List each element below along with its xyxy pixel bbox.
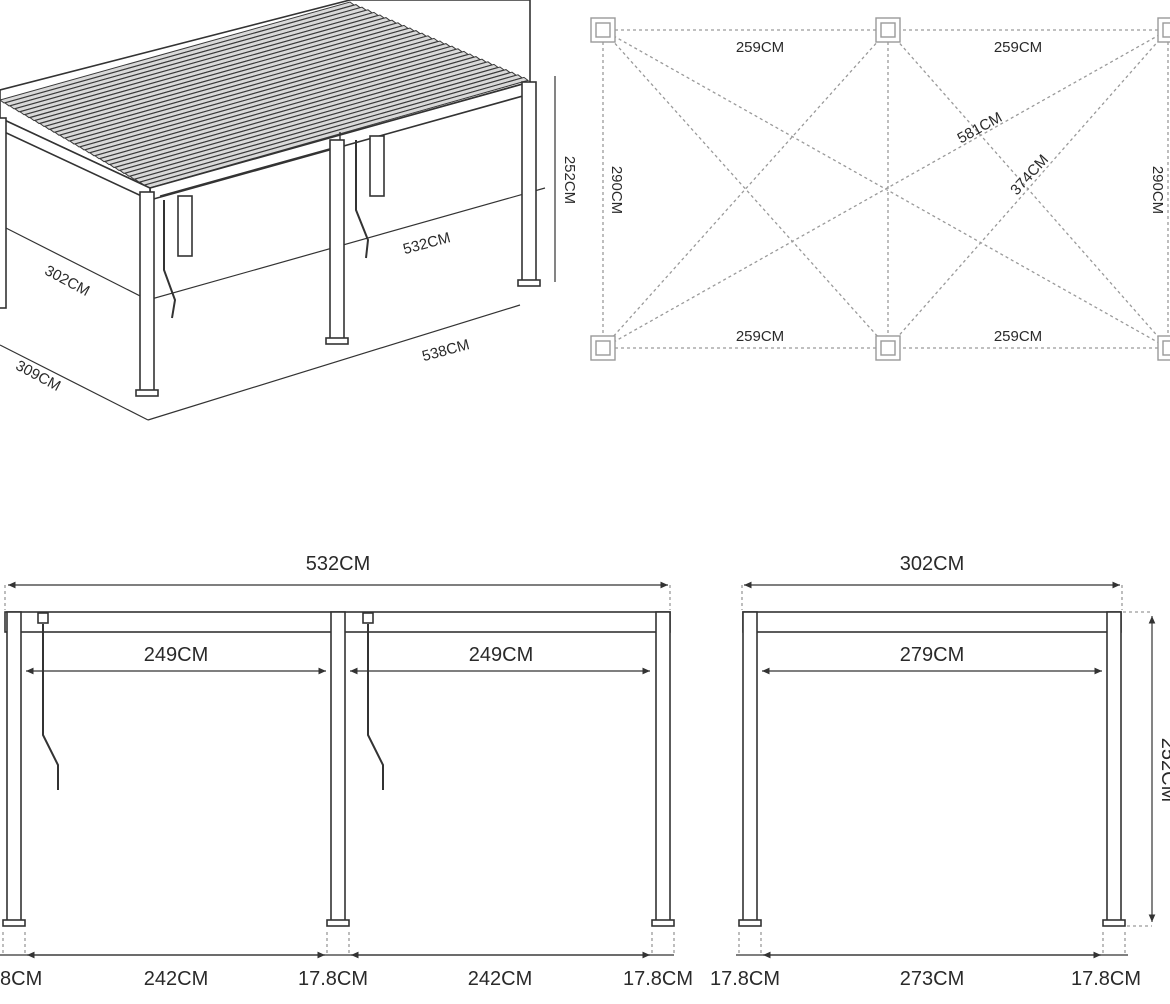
iso-post-front-right xyxy=(521,81,537,283)
front-crank-left xyxy=(42,624,59,790)
plan-left-depth: 290CM xyxy=(608,166,625,214)
iso-roof-louvers xyxy=(0,1,530,189)
iso-outer-length-line xyxy=(147,304,521,421)
front-gap-2: 242CM xyxy=(468,968,532,990)
plan-right-depth: 290CM xyxy=(1149,166,1166,214)
front-foot-left xyxy=(2,919,26,927)
side-inner-span: 279CM xyxy=(900,644,964,666)
plan-full-diagonal: 581CM xyxy=(955,109,1006,147)
front-right-inner-span: 249CM xyxy=(469,644,533,666)
front-overall-width: 532CM xyxy=(306,553,370,575)
iso-post-back-1 xyxy=(177,195,193,257)
iso-outer-width-label: 309CM xyxy=(13,357,64,395)
side-height: 252CM xyxy=(1157,738,1170,802)
side-post-left-width: 17.8CM xyxy=(710,968,780,990)
plan-diagonals xyxy=(602,29,1169,349)
plan-bottom-right-span: 259CM xyxy=(994,328,1042,345)
front-gap-1: 242CM xyxy=(144,968,208,990)
iso-crank-right xyxy=(355,140,370,259)
side-foot-right xyxy=(1102,919,1126,927)
front-crank-right xyxy=(367,624,384,790)
iso-inner-length-label: 532CM xyxy=(401,229,452,258)
front-view: 532CM 249CM 249CM 8CM 242CM 17.8CM 242CM… xyxy=(0,553,693,990)
iso-crank-left xyxy=(163,200,177,319)
plan-bottom-left-span: 259CM xyxy=(736,328,784,345)
front-crank-box-left xyxy=(37,612,49,624)
iso-foot-2 xyxy=(325,337,349,345)
side-post-right-width: 17.8CM xyxy=(1071,968,1141,990)
iso-post-back-2 xyxy=(369,135,385,197)
front-post-2-width: 17.8CM xyxy=(298,968,368,990)
front-extension-lines xyxy=(4,585,671,610)
front-left-inner-span: 249CM xyxy=(144,644,208,666)
front-post-middle xyxy=(330,611,346,925)
side-overall-width: 302CM xyxy=(900,553,964,575)
front-post-right xyxy=(655,611,671,925)
side-gap: 273CM xyxy=(900,968,964,990)
plan-post-nodes xyxy=(590,17,1170,361)
front-foot-middle xyxy=(326,919,350,927)
side-top-beam xyxy=(742,611,1122,633)
side-height-extension-lines xyxy=(1123,611,1152,927)
iso-foot-1 xyxy=(135,389,159,397)
front-crank-box-right xyxy=(362,612,374,624)
iso-foot-3 xyxy=(517,279,541,287)
front-bottom-extension-lines xyxy=(2,932,675,955)
iso-outer-length-label: 538CM xyxy=(420,336,471,365)
side-view: 302CM 279CM 252CM 17.8CM 273CM 17.8CM xyxy=(710,553,1170,990)
plan-view: 259CM 259CM 259CM 259CM 290CM 290CM 581C… xyxy=(590,17,1170,361)
iso-post-back-left xyxy=(0,117,7,309)
plan-half-diagonal: 374CM xyxy=(1007,151,1052,198)
front-post-3-width: 17.8CM xyxy=(623,968,693,990)
side-bottom-extension-lines xyxy=(738,932,1126,955)
side-post-left xyxy=(742,611,758,925)
iso-height-label: 252CM xyxy=(561,156,578,204)
front-post-left xyxy=(6,611,22,925)
isometric-view: 252CM 532CM 302CM 538CM 309CM xyxy=(0,0,578,421)
front-foot-right xyxy=(651,919,675,927)
iso-post-front-left xyxy=(139,191,155,393)
side-foot-left xyxy=(738,919,762,927)
iso-post-front-middle xyxy=(329,139,345,341)
front-post-1-width: 8CM xyxy=(0,968,42,990)
iso-outer-width-line xyxy=(0,344,149,421)
side-extension-lines xyxy=(741,585,1123,610)
side-post-right xyxy=(1106,611,1122,925)
plan-top-right-span: 259CM xyxy=(994,39,1042,56)
plan-top-left-span: 259CM xyxy=(736,39,784,56)
